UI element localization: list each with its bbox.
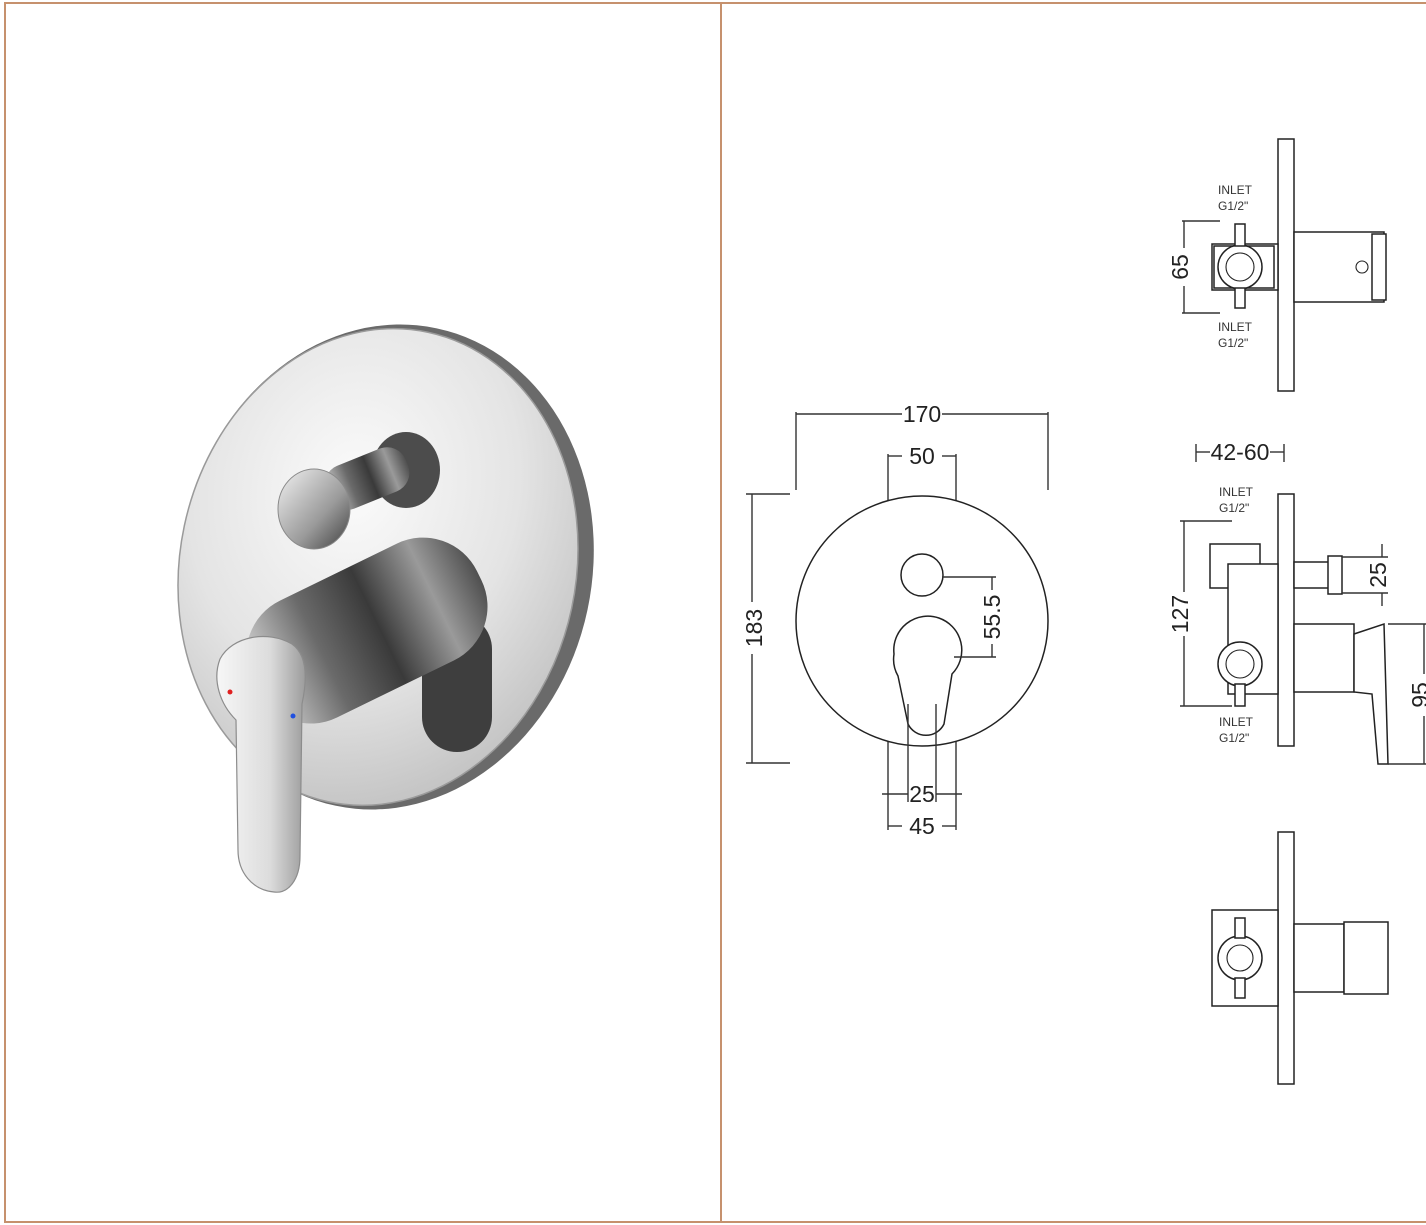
side-knob: [1327, 555, 1343, 595]
side-inlet-thread: G1/2": [1219, 501, 1249, 515]
top-inlet-port: [1217, 244, 1263, 290]
side-view: 42-60 INLET G1/2" 127 25: [1167, 439, 1426, 765]
bottom-spindle: [1293, 923, 1345, 993]
top-spindle-cap: [1371, 233, 1387, 301]
front-knob: [900, 553, 944, 597]
top-inlet-thread: G1/2": [1218, 199, 1248, 213]
side-inlet-label: INLET: [1219, 485, 1254, 499]
lever-handle: [216, 636, 306, 893]
product-photo-panel: [4, 2, 722, 1223]
cartridge-body: [246, 537, 488, 724]
bottom-inlet-post-bottom: [1234, 977, 1246, 999]
front-height-label: 183: [741, 609, 767, 647]
bottom-inlet-port: [1217, 935, 1263, 981]
side-lever: [1353, 622, 1389, 765]
bottom-plate: [1277, 831, 1295, 1085]
top-inlet-post-top: [1234, 223, 1246, 247]
side-inlet-bottom-thread: G1/2": [1219, 731, 1249, 745]
top-spindle-mark: [1355, 260, 1369, 274]
offset-label: 55.5: [979, 595, 1005, 640]
top-view: 65 INLET G1/2" INLET G1/2": [1167, 138, 1387, 392]
bottom-view: [1211, 831, 1389, 1085]
side-lever-drop-label: 95: [1407, 682, 1426, 708]
cold-indicator: [290, 713, 296, 719]
top-inlet-bottom-thread: G1/2": [1218, 336, 1248, 350]
top-plate: [1277, 138, 1295, 392]
top-spindle: [1293, 231, 1385, 303]
diverter-knob: [277, 468, 351, 550]
front-view: 170 50 183 55.5: [741, 401, 1049, 839]
side-plate: [1277, 493, 1295, 747]
side-inlet-spacing-label: 127: [1167, 595, 1193, 633]
dimension-drawing: 170 50 183 55.5: [741, 138, 1426, 1085]
front-width-label: 170: [903, 401, 941, 427]
top-inlet-post-bottom: [1234, 287, 1246, 309]
top-height-label: 65: [1167, 254, 1193, 280]
technical-drawing-panel: 170 50 183 55.5: [720, 2, 1426, 1223]
side-lower-inlet: [1217, 641, 1263, 687]
side-lower-post: [1234, 683, 1246, 707]
lever-window-label: 50: [909, 443, 935, 469]
side-knob-dia-label: 25: [1365, 562, 1391, 588]
top-inlet-bottom-label: INLET: [1218, 320, 1253, 334]
side-cartridge: [1293, 623, 1355, 693]
side-inlet-bottom-label: INLET: [1219, 715, 1254, 729]
bottom-inlet-post-top: [1234, 917, 1246, 939]
side-depth-label: 42-60: [1211, 439, 1270, 465]
top-inlet-label: INLET: [1218, 183, 1253, 197]
lever-body-label: 45: [909, 813, 935, 839]
hot-indicator: [227, 689, 233, 695]
mixer-valve-illustration: [177, 324, 594, 893]
lever-width-label: 25: [909, 781, 935, 807]
bottom-cap: [1343, 921, 1389, 995]
